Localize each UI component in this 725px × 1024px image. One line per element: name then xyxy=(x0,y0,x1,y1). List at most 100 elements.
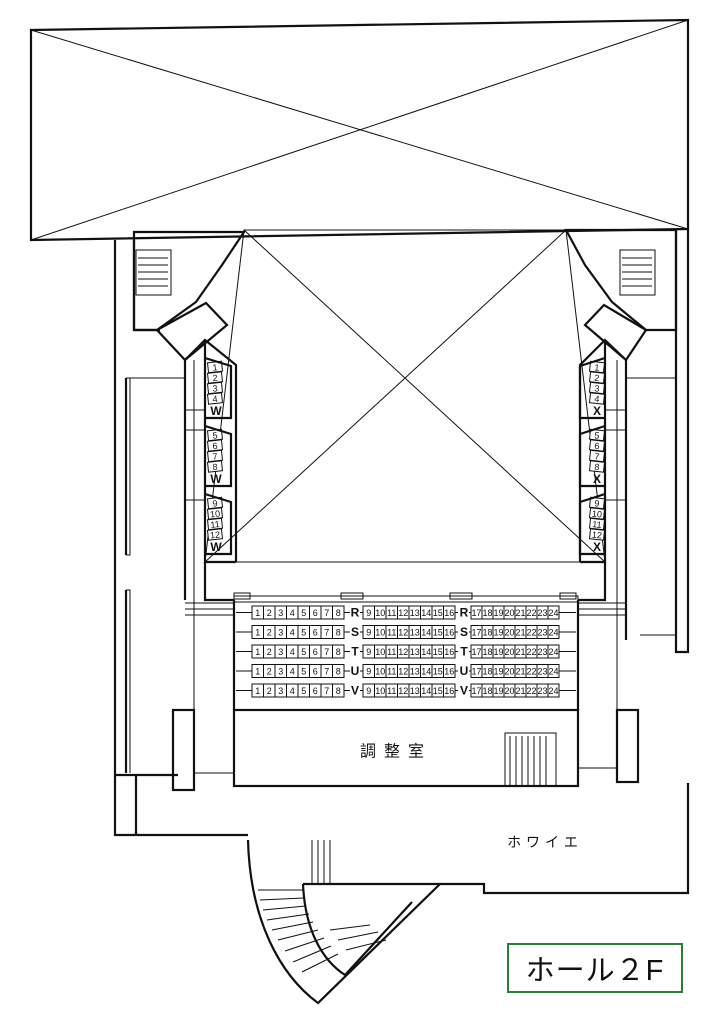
seat[interactable]: 10 xyxy=(374,683,387,698)
seat[interactable]: 16 xyxy=(443,664,456,678)
seat[interactable]: 17 xyxy=(470,644,483,659)
seat[interactable]: 3 xyxy=(274,683,287,698)
seat[interactable]: 9 xyxy=(362,664,375,678)
seat[interactable]: 10 xyxy=(374,625,387,639)
seat[interactable]: 11 xyxy=(385,664,398,678)
seat[interactable]: 23 xyxy=(536,664,549,678)
seat[interactable]: 20 xyxy=(503,605,516,620)
seat[interactable]: 23 xyxy=(536,605,549,620)
seat[interactable]: 1 xyxy=(251,625,264,639)
seat[interactable]: 13 xyxy=(408,683,421,698)
seat[interactable]: 7 xyxy=(320,664,333,678)
seat[interactable]: 14 xyxy=(420,644,433,659)
seat[interactable]: 21 xyxy=(514,644,527,659)
seat[interactable]: 2 xyxy=(588,371,606,384)
seat[interactable]: 10 xyxy=(374,644,387,659)
seat[interactable]: 18 xyxy=(481,664,494,678)
seat[interactable]: 8 xyxy=(332,644,345,659)
seat[interactable]: 12 xyxy=(397,625,410,639)
seat[interactable]: 24 xyxy=(547,683,560,698)
seat[interactable]: 21 xyxy=(514,683,527,698)
seat[interactable]: 16 xyxy=(443,644,456,659)
seat[interactable]: 12 xyxy=(397,683,410,698)
seat[interactable]: 19 xyxy=(492,625,505,639)
seat[interactable]: 14 xyxy=(420,605,433,620)
seat[interactable]: 5 xyxy=(297,605,310,620)
seat[interactable]: 8 xyxy=(332,625,345,639)
seat[interactable]: 2 xyxy=(263,683,276,698)
seat[interactable]: 4 xyxy=(286,664,299,678)
seat[interactable]: 1 xyxy=(251,683,264,698)
seat[interactable]: 6 xyxy=(309,605,322,620)
seat[interactable]: 24 xyxy=(547,664,560,678)
seat[interactable]: 8 xyxy=(332,683,345,698)
seat[interactable]: 19 xyxy=(492,605,505,620)
seat[interactable]: 9 xyxy=(362,605,375,620)
seat[interactable]: 11 xyxy=(385,625,398,639)
seat[interactable]: 11 xyxy=(588,517,606,531)
seat[interactable]: 2 xyxy=(263,625,276,639)
seat[interactable]: 12 xyxy=(397,605,410,620)
seat[interactable]: 2 xyxy=(263,664,276,678)
seat[interactable]: 14 xyxy=(420,683,433,698)
seat[interactable]: 16 xyxy=(443,683,456,698)
seat[interactable]: 3 xyxy=(274,644,287,659)
seat[interactable]: 19 xyxy=(492,644,505,659)
seat[interactable]: 10 xyxy=(374,605,387,620)
seat[interactable]: 4 xyxy=(588,392,606,405)
seat[interactable]: 23 xyxy=(536,683,549,698)
seat[interactable]: 3 xyxy=(274,605,287,620)
seat[interactable]: 20 xyxy=(503,664,516,678)
seat[interactable]: 9 xyxy=(362,644,375,659)
seat[interactable]: 4 xyxy=(286,605,299,620)
seat[interactable]: 20 xyxy=(503,625,516,639)
seat[interactable]: 16 xyxy=(443,625,456,639)
seat[interactable]: 13 xyxy=(408,625,421,639)
seat[interactable]: 6 xyxy=(309,625,322,639)
seat[interactable]: 1 xyxy=(251,664,264,678)
seat[interactable]: 6 xyxy=(309,683,322,698)
seat[interactable]: 18 xyxy=(481,625,494,639)
seat[interactable]: 13 xyxy=(408,644,421,659)
seat[interactable]: 23 xyxy=(536,644,549,659)
seat[interactable]: 22 xyxy=(525,605,538,620)
seat[interactable]: 6 xyxy=(309,644,322,659)
seat[interactable]: 15 xyxy=(431,683,444,698)
seat[interactable]: 12 xyxy=(588,528,606,541)
seat[interactable]: 22 xyxy=(525,625,538,639)
seat[interactable]: 17 xyxy=(470,625,483,639)
seat[interactable]: 13 xyxy=(408,605,421,620)
seat[interactable]: 6 xyxy=(309,664,322,678)
seat[interactable]: 8 xyxy=(332,664,345,678)
seat[interactable]: 15 xyxy=(431,664,444,678)
seat[interactable]: 12 xyxy=(206,528,224,541)
seat[interactable]: 11 xyxy=(385,605,398,620)
seat[interactable]: 16 xyxy=(443,605,456,620)
seat[interactable]: 2 xyxy=(206,371,224,384)
seat[interactable]: 2 xyxy=(263,644,276,659)
seat[interactable]: 11 xyxy=(385,683,398,698)
seat[interactable]: 17 xyxy=(470,605,483,620)
seat[interactable]: 18 xyxy=(481,683,494,698)
seat[interactable]: 5 xyxy=(297,683,310,698)
seat[interactable]: 4 xyxy=(286,625,299,639)
seat[interactable]: 8 xyxy=(588,460,606,473)
seat[interactable]: 4 xyxy=(286,644,299,659)
seat[interactable]: 17 xyxy=(470,664,483,678)
seat[interactable]: 24 xyxy=(547,605,560,620)
seat[interactable]: 3 xyxy=(274,664,287,678)
seat[interactable]: 17 xyxy=(470,683,483,698)
seat[interactable]: 5 xyxy=(297,664,310,678)
seat[interactable]: 9 xyxy=(362,625,375,639)
seat[interactable]: 12 xyxy=(397,664,410,678)
seat[interactable]: 21 xyxy=(514,625,527,639)
seat[interactable]: 8 xyxy=(332,605,345,620)
seat[interactable]: 22 xyxy=(525,664,538,678)
seat[interactable]: 22 xyxy=(525,683,538,698)
seat[interactable]: 7 xyxy=(320,683,333,698)
seat[interactable]: 15 xyxy=(431,605,444,620)
seat[interactable]: 14 xyxy=(420,664,433,678)
seat[interactable]: 20 xyxy=(503,644,516,659)
seat[interactable]: 23 xyxy=(536,625,549,639)
seat[interactable]: 10 xyxy=(374,664,387,678)
